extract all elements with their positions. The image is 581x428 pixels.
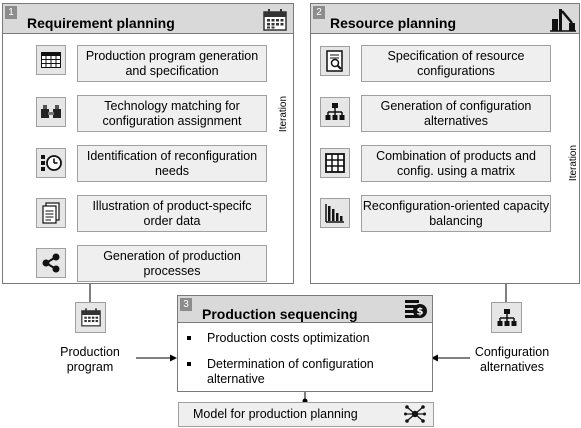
panel-number-2: 2: [313, 6, 325, 19]
matrix-grid-icon: [320, 148, 350, 178]
sequencing-bullet-2: Determination of configuration alternati…: [185, 357, 425, 387]
svg-text:$: $: [417, 307, 424, 318]
resource-planning-header: [311, 4, 579, 34]
network-model-icon: [404, 404, 426, 428]
resource-crane-icon: [550, 8, 576, 37]
bar-chart-icon: [320, 198, 350, 228]
production-program-calendar-icon: [75, 302, 106, 333]
step-generation-production-processes: Generation of production processes: [77, 245, 267, 282]
step-capacity-balancing: Reconfiguration-oriented capacity balanc…: [361, 195, 551, 232]
panel-number-3: 3: [180, 298, 192, 311]
technology-matching-icon: [36, 97, 66, 127]
calendar-icon: [263, 9, 287, 36]
step-production-program-generation: Production program generation and specif…: [77, 45, 267, 82]
table-grid-icon: [36, 45, 66, 75]
panel-number-1: 1: [5, 6, 17, 19]
iteration-label-right: Iteration: [568, 144, 579, 182]
step-combination-products-config: Combination of products and config. usin…: [361, 145, 551, 182]
document-icon: [36, 198, 66, 228]
model-production-planning-box: Model for production planning: [178, 402, 434, 427]
step-technology-matching: Technology matching for configuration as…: [77, 95, 267, 132]
production-sequencing-title: Production sequencing: [202, 306, 358, 322]
production-sequencing-panel: [177, 295, 433, 392]
reconfiguration-clock-icon: [36, 148, 66, 178]
configuration-alternatives-label: Configuration alternatives: [474, 345, 550, 374]
requirement-planning-header: [3, 4, 293, 34]
cost-calculator-icon: $: [404, 299, 428, 324]
step-identification-reconfiguration: Identification of reconfiguration needs: [77, 145, 267, 182]
requirement-planning-title: Requirement planning: [27, 15, 175, 31]
production-sequencing-header: [178, 296, 432, 323]
sequencing-bullet-1: Production costs optimization: [185, 331, 425, 346]
step-generation-configuration-alternatives: Generation of configuration alternatives: [361, 95, 551, 132]
hierarchy-icon: [320, 97, 350, 127]
production-program-label: Production program: [60, 345, 120, 374]
configuration-alternatives-hierarchy-icon: [491, 302, 522, 333]
step-specification-resource-configurations: Specification of resource configurations: [361, 45, 551, 82]
iteration-label-left: Iteration: [278, 95, 289, 133]
document-search-icon: [320, 46, 350, 76]
share-network-icon: [36, 248, 66, 278]
step-illustration-order-data: Illustration of product-specifc order da…: [77, 195, 267, 232]
resource-planning-title: Resource planning: [330, 15, 457, 31]
